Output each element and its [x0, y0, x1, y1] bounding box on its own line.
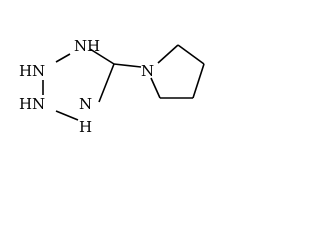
bond-nbottom-nleftlower: [55, 110, 79, 121]
atom-h-left-upper: H: [19, 62, 32, 80]
atom-h-top: H: [87, 37, 100, 55]
atom-n-top: N: [74, 37, 87, 55]
atom-h-bottom: H: [79, 118, 92, 136]
atom-h-left-lower: H: [19, 95, 32, 113]
bond-c5p-npyr: [150, 77, 161, 99]
bond-c5-npyrrolidine: [113, 63, 142, 68]
bond-npyr-c2: [157, 44, 179, 64]
atom-n-left-lower: N: [32, 95, 45, 113]
atom-n-left-upper: N: [32, 62, 45, 80]
bond-c2-c3: [177, 44, 205, 65]
bond-nleftupper-ntop: [55, 53, 71, 63]
atom-n-bottom: N: [79, 95, 92, 113]
bond-c3-c4: [192, 63, 205, 99]
bond-c5-nbottom: [98, 63, 115, 103]
structure-diagram: N H H N H N N H N: [19, 37, 205, 136]
atom-n-pyrrolidine: N: [141, 62, 154, 80]
bond-ntop-c5: [89, 48, 115, 65]
